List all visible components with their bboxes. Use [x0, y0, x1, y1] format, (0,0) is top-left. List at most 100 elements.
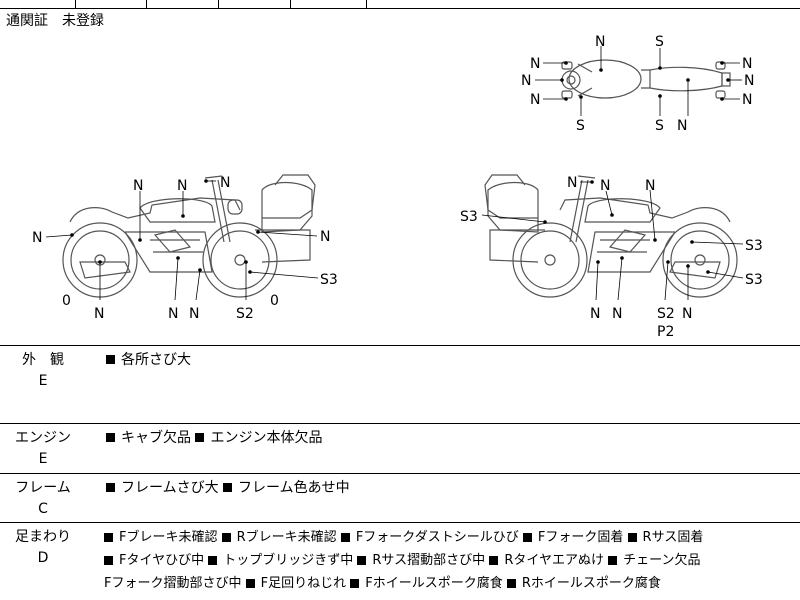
bullet-square-icon	[104, 555, 113, 565]
label-top-right-n1: N	[742, 56, 752, 72]
table-divider	[218, 0, 219, 8]
label-right-n6: N	[682, 306, 692, 322]
bullet-square-icon	[106, 483, 115, 492]
label-right-s3c: S3	[745, 272, 763, 288]
category-engine: エンジン E	[0, 428, 86, 470]
label-right-p2: P2	[657, 324, 674, 340]
label-top-right-n2: N	[744, 73, 754, 89]
category-name: フレーム	[15, 480, 71, 496]
section-divider	[0, 345, 800, 346]
check-item: Fフォーク固着	[522, 530, 623, 545]
category-grade: C	[38, 501, 48, 517]
label-top-left-n2: N	[521, 73, 531, 89]
table-divider	[290, 0, 291, 8]
bullet-square-icon	[106, 433, 115, 442]
section-divider	[0, 423, 800, 424]
table-divider	[75, 0, 76, 8]
bike-right-view	[484, 174, 738, 298]
bullet-square-icon	[350, 578, 360, 588]
label-right-s2: S2	[657, 306, 675, 322]
bike-left-view	[62, 174, 316, 298]
bullet-square-icon	[357, 555, 367, 565]
check-item: Fホイールスポーク腐食	[350, 576, 503, 591]
check-item: Fタイヤひび中	[104, 553, 204, 568]
label-left-s3: S3	[320, 272, 338, 288]
label-left-n8: N	[189, 306, 199, 322]
category-name: エンジン	[15, 430, 71, 446]
check-item: Rサス摺動部さび中	[357, 553, 485, 568]
label-top-left-n3: N	[530, 92, 540, 108]
check-item: チェーン欠品	[608, 553, 700, 568]
bullet-square-icon	[221, 532, 231, 542]
bullet-square-icon	[195, 433, 205, 442]
label-right-n1: N	[567, 175, 577, 191]
label-top-right-n3: N	[742, 92, 752, 108]
motorcycle-diagram: N S N N N N N N S S N N N N N N S3 0 0 N…	[32, 34, 763, 340]
label-top-n: N	[595, 34, 605, 50]
label-right-n4: N	[590, 306, 600, 322]
bullet-square-icon	[106, 355, 115, 364]
bullet-square-icon	[340, 532, 350, 542]
category-grade: E	[38, 451, 48, 467]
registration-status: 通関証 未登録	[6, 13, 104, 29]
check-item: Fフォークダストシールひび	[340, 530, 519, 545]
bullet-square-icon	[627, 532, 637, 542]
bike-top-view	[561, 59, 731, 99]
label-left-o2: 0	[270, 293, 279, 309]
check-item: Rブレーキ未確認	[221, 530, 337, 545]
label-top-bottom-s1: S	[576, 118, 585, 134]
items-suspension: Fブレーキ未確認 Rブレーキ未確認 Fフォークダストシールひび Fフォーク固着 …	[104, 526, 794, 595]
category-suspension: 足まわり D	[0, 527, 86, 569]
check-item: Fブレーキ未確認	[104, 530, 217, 545]
bullet-square-icon	[522, 532, 532, 542]
category-name: 外 観	[22, 352, 64, 368]
label-left-n6: N	[94, 306, 104, 322]
check-item: 各所さび大	[106, 352, 191, 368]
label-right-n5: N	[612, 306, 622, 322]
bullet-square-icon	[489, 555, 499, 565]
label-left-n5: N	[320, 229, 330, 245]
category-name: 足まわり	[15, 529, 71, 545]
label-left-n7: N	[168, 306, 178, 322]
label-right-n2: N	[600, 178, 610, 194]
label-left-n3: N	[220, 175, 230, 191]
label-left-n1: N	[133, 178, 143, 194]
label-right-s3a: S3	[460, 209, 478, 225]
diagram-svg: N S N N N N N N S S N N N N N N S3 0 0 N…	[32, 34, 763, 340]
bullet-square-icon	[104, 532, 113, 542]
label-right-n3: N	[645, 178, 655, 194]
label-left-n2: N	[177, 178, 187, 194]
label-right-s3b: S3	[745, 238, 763, 254]
category-exterior: 外 観 E	[0, 350, 86, 392]
category-grade: D	[37, 550, 49, 566]
top-table-strip	[0, 0, 800, 9]
label-left-s2: S2	[236, 306, 254, 322]
check-item: フレームさび大	[106, 480, 219, 496]
items-exterior: 各所さび大	[106, 349, 794, 372]
bullet-square-icon	[608, 555, 618, 565]
section-divider	[0, 473, 800, 474]
check-item: フレーム色あせ中	[223, 480, 350, 496]
category-frame: フレーム C	[0, 478, 86, 520]
bullet-square-icon	[208, 555, 218, 565]
check-item: Rサス固着	[627, 530, 703, 545]
label-top-bottom-n: N	[677, 118, 687, 134]
label-left-n4: N	[32, 230, 42, 246]
items-frame: フレームさび大 フレーム色あせ中	[106, 477, 794, 500]
check-item: Fフォーク摺動部さび中	[104, 576, 242, 591]
check-item: Rタイヤエアぬけ	[489, 553, 604, 568]
check-item: Rホイールスポーク腐食	[506, 576, 661, 591]
bullet-square-icon	[506, 578, 516, 588]
table-divider	[366, 0, 367, 8]
items-engine: キャブ欠品 エンジン本体欠品	[106, 427, 794, 450]
check-item: キャブ欠品	[106, 430, 191, 446]
bullet-square-icon	[223, 483, 233, 492]
label-top-left-n1: N	[530, 56, 540, 72]
category-grade: E	[38, 373, 48, 389]
check-item: トップブリッジきず中	[208, 553, 353, 568]
bullet-square-icon	[245, 578, 255, 588]
section-divider	[0, 522, 800, 523]
label-top-bottom-s2: S	[655, 118, 664, 134]
label-left-o1: 0	[62, 293, 71, 309]
check-item: F足回りねじれ	[245, 576, 346, 591]
